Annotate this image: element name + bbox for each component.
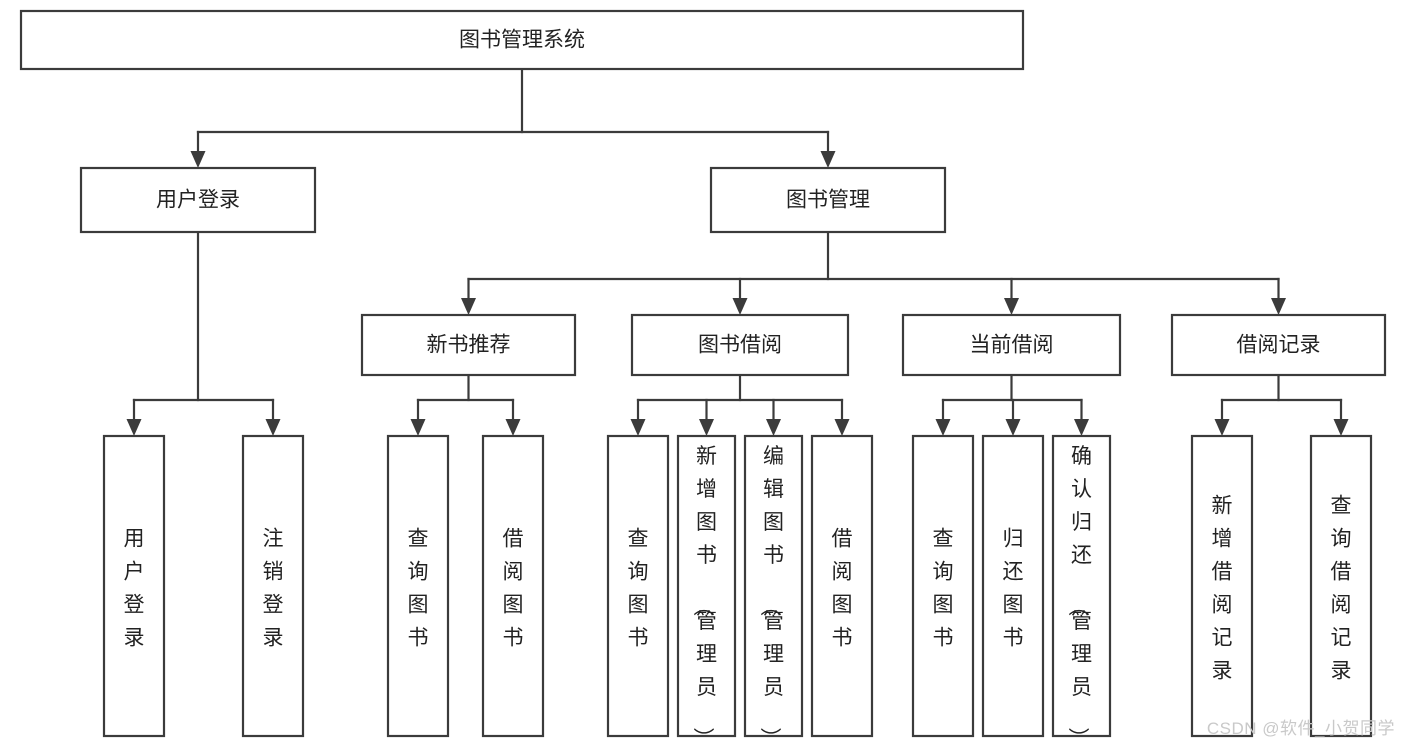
arrow-head <box>126 419 142 436</box>
node-n-record[interactable]: 借阅记录 <box>1170 313 1387 377</box>
node-label: 查询借阅记录 <box>1331 495 1352 683</box>
node-label: 新书推荐 <box>427 334 511 357</box>
node-box[interactable] <box>911 434 975 738</box>
arrow-head <box>834 419 850 436</box>
node-box[interactable] <box>19 9 1025 71</box>
node-box[interactable] <box>981 434 1045 738</box>
node-n-new-book[interactable]: 新书推荐 <box>360 313 577 377</box>
node-l-query-book-1[interactable]: 查询图书 <box>386 434 450 738</box>
node-box[interactable] <box>630 313 850 377</box>
node-box[interactable] <box>901 313 1122 377</box>
node-label: 查询图书 <box>408 528 429 650</box>
node-label: 用户登录 <box>124 528 145 650</box>
csdn-watermark: CSDN @软件_小贺同学 <box>1206 719 1395 738</box>
node-box[interactable] <box>676 434 737 738</box>
node-label: 借阅图书 <box>503 528 524 650</box>
arrow-head <box>190 151 206 168</box>
node-l-user-login[interactable]: 用户登录 <box>102 434 166 738</box>
arrow-head <box>1004 298 1019 315</box>
arrow-head <box>935 419 951 436</box>
node-box[interactable] <box>743 434 804 738</box>
node-layer: 图书管理系统用户登录图书管理新书推荐图书借阅当前借阅借阅记录用户登录注销登录查询… <box>19 9 1387 747</box>
arrow-head <box>461 298 476 315</box>
node-box[interactable] <box>102 434 166 738</box>
node-label: 图书管理系统 <box>459 29 585 52</box>
node-l-add-book[interactable]: 新增图书（管理员） <box>676 434 737 747</box>
node-label: 查询图书 <box>933 528 954 650</box>
arrow-head <box>699 419 714 436</box>
arrow-head <box>820 151 836 168</box>
arrow-head <box>410 419 426 436</box>
node-l-confirm-return[interactable]: 确认归还（管理员） <box>1051 434 1112 747</box>
node-l-add-record[interactable]: 新增借阅记录 <box>1190 434 1254 738</box>
node-l-logout[interactable]: 注销登录 <box>241 434 305 738</box>
arrow-head <box>1005 419 1021 436</box>
node-label: 确认归还（管理员） <box>1066 445 1092 747</box>
arrow-head <box>505 419 521 436</box>
arrow-head <box>1271 298 1286 315</box>
arrow-head <box>265 419 281 436</box>
connector-layer <box>126 67 1349 436</box>
node-label: 归还图书 <box>1003 528 1024 650</box>
node-label: 编辑图书（管理员） <box>758 445 784 747</box>
node-box[interactable] <box>481 434 545 738</box>
node-l-query-book-2[interactable]: 查询图书 <box>606 434 670 738</box>
node-l-query-record[interactable]: 查询借阅记录 <box>1309 434 1373 738</box>
arrow-head <box>1214 419 1230 436</box>
node-label: 新增借阅记录 <box>1212 495 1233 683</box>
node-l-borrow-book-2[interactable]: 借阅图书 <box>810 434 874 738</box>
arrow-head <box>732 298 748 315</box>
node-box[interactable] <box>1170 313 1387 377</box>
node-label: 当前借阅 <box>970 334 1054 357</box>
node-box[interactable] <box>709 166 947 234</box>
node-label: 注销登录 <box>263 528 284 650</box>
node-l-edit-book[interactable]: 编辑图书（管理员） <box>743 434 804 747</box>
arrow-head <box>1074 419 1089 436</box>
node-box[interactable] <box>360 313 577 377</box>
node-label: 图书管理 <box>786 189 870 212</box>
node-box[interactable] <box>810 434 874 738</box>
node-label: 图书借阅 <box>698 334 782 357</box>
node-root[interactable]: 图书管理系统 <box>19 9 1025 71</box>
node-l-return-book[interactable]: 归还图书 <box>981 434 1045 738</box>
node-label: 借阅记录 <box>1237 334 1321 357</box>
node-label: 新增图书（管理员） <box>691 445 717 747</box>
node-n-current[interactable]: 当前借阅 <box>901 313 1122 377</box>
node-label: 查询图书 <box>628 528 649 650</box>
node-box[interactable] <box>1051 434 1112 738</box>
arrow-head <box>1333 419 1349 436</box>
node-label: 借阅图书 <box>832 528 853 650</box>
node-label: 用户登录 <box>156 189 240 212</box>
node-n-user-login[interactable]: 用户登录 <box>79 166 317 234</box>
node-l-borrow-book-1[interactable]: 借阅图书 <box>481 434 545 738</box>
node-l-query-book-3[interactable]: 查询图书 <box>911 434 975 738</box>
arrow-head <box>766 419 781 436</box>
node-box[interactable] <box>79 166 317 234</box>
node-box[interactable] <box>241 434 305 738</box>
node-box[interactable] <box>606 434 670 738</box>
node-box[interactable] <box>1309 434 1373 738</box>
node-box[interactable] <box>1190 434 1254 738</box>
node-n-borrow[interactable]: 图书借阅 <box>630 313 850 377</box>
node-box[interactable] <box>386 434 450 738</box>
arrow-head <box>630 419 646 436</box>
node-n-book-mgmt[interactable]: 图书管理 <box>709 166 947 234</box>
